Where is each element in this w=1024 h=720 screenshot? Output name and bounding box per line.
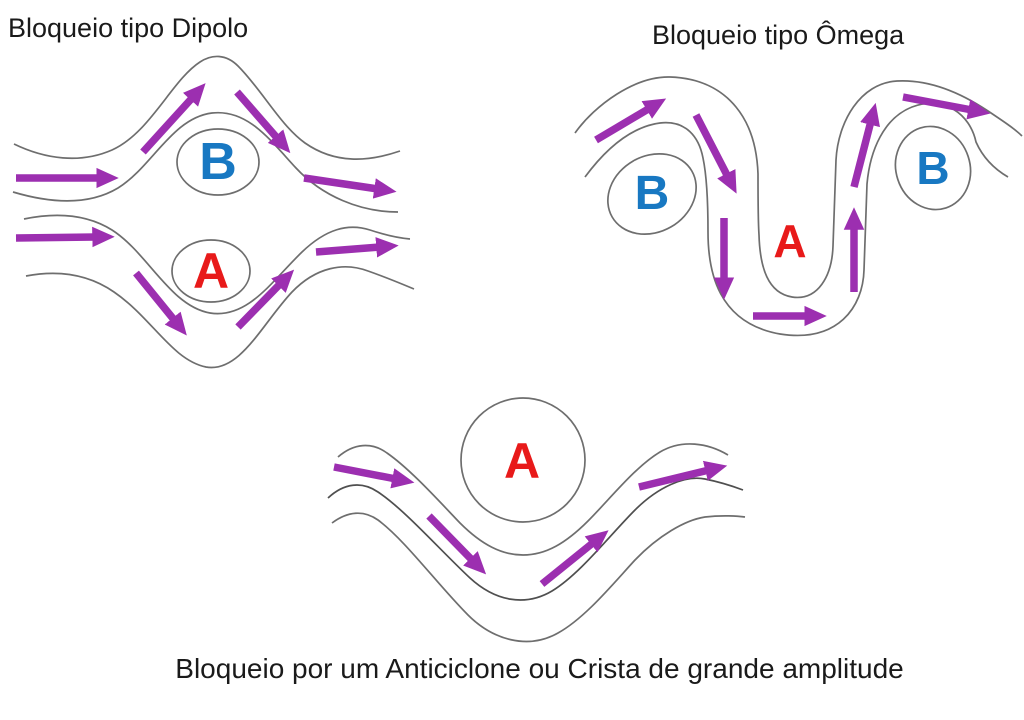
low-pressure-contour: [894, 125, 972, 211]
flow-arrow: [303, 174, 397, 199]
flow-arrow: [850, 102, 880, 188]
omega-title: Bloqueio tipo Ômega: [652, 20, 905, 50]
high-pressure-contour: [171, 239, 251, 303]
jet-stream-line: [25, 265, 415, 369]
high-pressure-label: A: [192, 243, 230, 299]
ridge-caption: Bloqueio por um Anticiclone ou Crista de…: [175, 653, 904, 684]
anticyclone-circle: [460, 397, 586, 523]
omega-diagram: [574, 76, 1023, 337]
low-pressure-contour: [607, 153, 697, 235]
low-pressure-contour: [176, 128, 260, 196]
low-pressure-label: B: [199, 133, 237, 191]
jet-stream-line: [12, 111, 399, 213]
flow-arrow: [140, 83, 206, 155]
jet-stream-line: [574, 76, 1023, 299]
flow-arrow: [315, 237, 399, 258]
high-pressure-label: A: [503, 433, 541, 489]
flow-arrow: [15, 226, 115, 248]
high-pressure-label: A: [773, 215, 807, 267]
flow-arrow: [692, 113, 737, 194]
flow-arrow: [539, 530, 609, 587]
flow-arrow: [235, 269, 295, 330]
low-pressure-label: B: [634, 167, 670, 220]
jet-stream-line: [13, 55, 401, 160]
ridge-diagram: [327, 397, 746, 643]
flow-arrow: [426, 513, 487, 575]
jet-stream-line: [331, 512, 746, 643]
jet-stream-line: [337, 443, 729, 556]
flow-arrow: [594, 98, 667, 144]
flow-arrow: [234, 89, 291, 154]
flow-arrow: [333, 463, 415, 489]
flow-arrow: [133, 270, 187, 336]
low-pressure-label: B: [916, 142, 950, 194]
jet-stream-line: [327, 477, 744, 601]
dipole-title: Bloqueio tipo Dipolo: [8, 13, 249, 43]
flow-arrow: [902, 93, 991, 120]
flow-arrow: [638, 460, 728, 491]
jet-stream-line: [23, 214, 411, 315]
dipole-diagram: [12, 55, 415, 369]
